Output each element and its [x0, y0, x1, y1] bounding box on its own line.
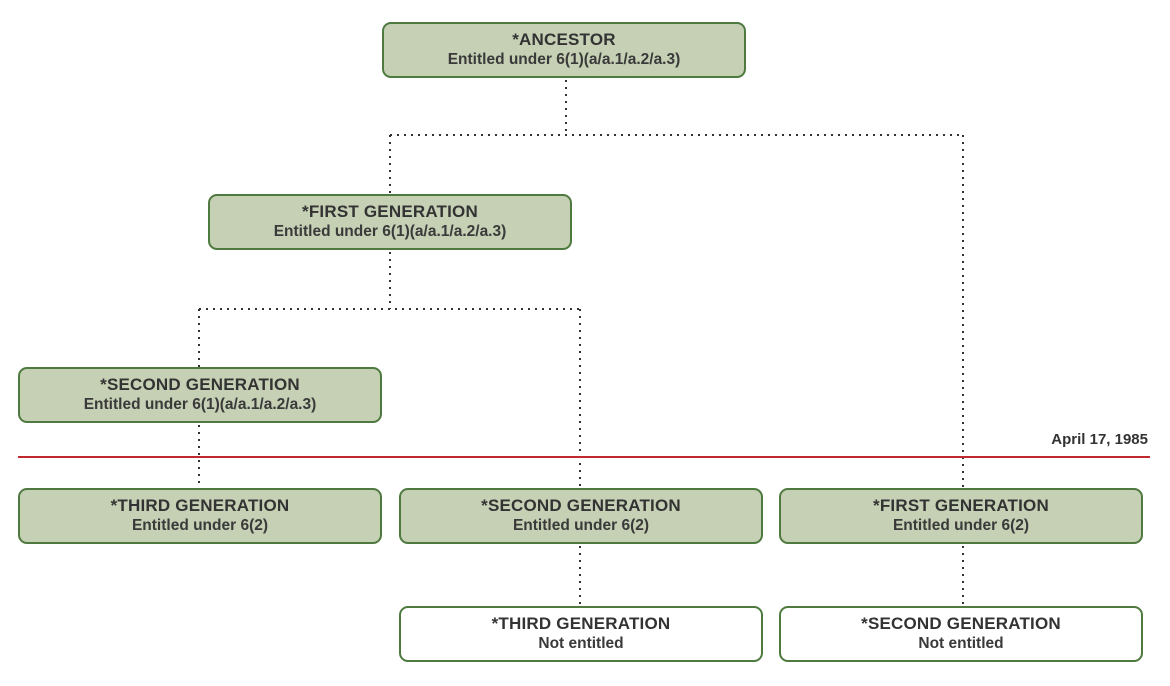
cutoff-date-label: April 17, 1985: [1051, 431, 1148, 448]
third-generation-mid-entitlement: Not entitled: [538, 635, 624, 652]
second-generation-mid-title: *SECOND GENERATION: [481, 496, 681, 515]
first-generation-right-entitlement: Entitled under 6(2): [892, 517, 1030, 534]
third-generation-left-title: *THIRD GENERATION: [110, 496, 290, 515]
first-generation-box: *FIRST GENERATION Entitled under 6(1)(a/…: [208, 194, 572, 250]
first-generation-entitlement: Entitled under 6(1)(a/a.1/a.2/a.3): [273, 223, 507, 240]
third-generation-mid-box: *THIRD GENERATION Not entitled: [399, 606, 763, 662]
ancestor-box: *ANCESTOR Entitled under 6(1)(a/a.1/a.2/…: [382, 22, 746, 78]
ancestor-title: *ANCESTOR: [512, 30, 616, 49]
second-generation-right-entitlement: Not entitled: [918, 635, 1004, 652]
second-generation-mid-entitlement: Entitled under 6(2): [512, 517, 650, 534]
first-generation-right-box: *FIRST GENERATION Entitled under 6(2): [779, 488, 1143, 544]
second-generation-left-title: *SECOND GENERATION: [100, 375, 300, 394]
second-generation-mid-box: *SECOND GENERATION Entitled under 6(2): [399, 488, 763, 544]
second-generation-right-title: *SECOND GENERATION: [861, 614, 1061, 633]
second-generation-left-box: *SECOND GENERATION Entitled under 6(1)(a…: [18, 367, 382, 423]
first-generation-right-title: *FIRST GENERATION: [873, 496, 1049, 515]
ancestor-entitlement: Entitled under 6(1)(a/a.1/a.2/a.3): [447, 51, 681, 68]
third-generation-left-entitlement: Entitled under 6(2): [131, 517, 269, 534]
third-generation-left-box: *THIRD GENERATION Entitled under 6(2): [18, 488, 382, 544]
first-generation-title: *FIRST GENERATION: [302, 202, 478, 221]
second-generation-left-entitlement: Entitled under 6(1)(a/a.1/a.2/a.3): [83, 396, 317, 413]
third-generation-mid-title: *THIRD GENERATION: [491, 614, 671, 633]
second-generation-right-box: *SECOND GENERATION Not entitled: [779, 606, 1143, 662]
